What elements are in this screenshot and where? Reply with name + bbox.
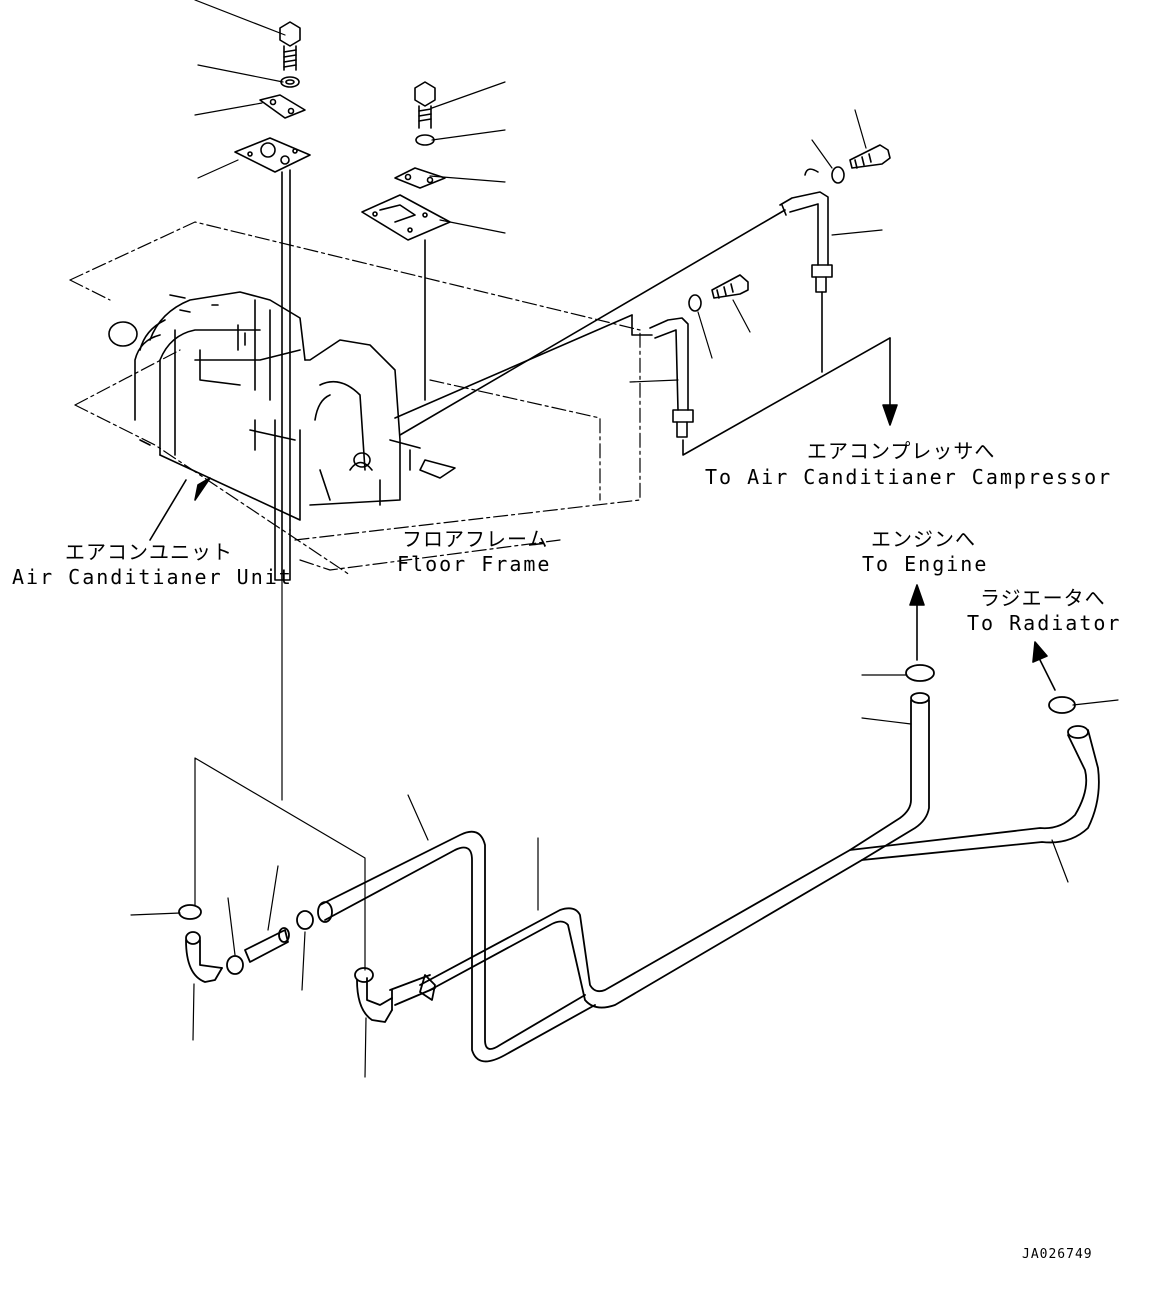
compressor-pipes (394, 144, 891, 438)
engine-label-jp: エンジンへ (871, 527, 976, 551)
air-compressor-label-jp: エアコンプレッサへ (807, 439, 996, 463)
radiator-label-jp: ラジエータへ (980, 586, 1106, 610)
floor-frame-label-jp: フロアフレーム (402, 527, 549, 551)
floor-frame-label-en: Floor Frame (397, 552, 552, 576)
floor-frame-outline (69, 221, 641, 576)
air-compressor-label-en: To Air Canditianer Campressor (705, 465, 1113, 489)
ac-unit-label-jp: エアコンユニット (65, 540, 233, 564)
compressor-leader (682, 291, 898, 456)
ac-unit-label-en: Air Canditianer Unit (12, 565, 293, 589)
callout-leaders (130, 0, 1119, 1078)
air-conditioner-unit (108, 291, 456, 521)
bracket-stack-left (234, 21, 311, 581)
water-pipes (178, 664, 1100, 1063)
drawing-code: JA026749 (1022, 1247, 1093, 1262)
radiator-label-en: To Radiator (967, 611, 1122, 635)
direction-arrows (149, 477, 1056, 691)
bracket-stack-middle (361, 81, 451, 401)
engine-label-en: To Engine (862, 552, 989, 576)
